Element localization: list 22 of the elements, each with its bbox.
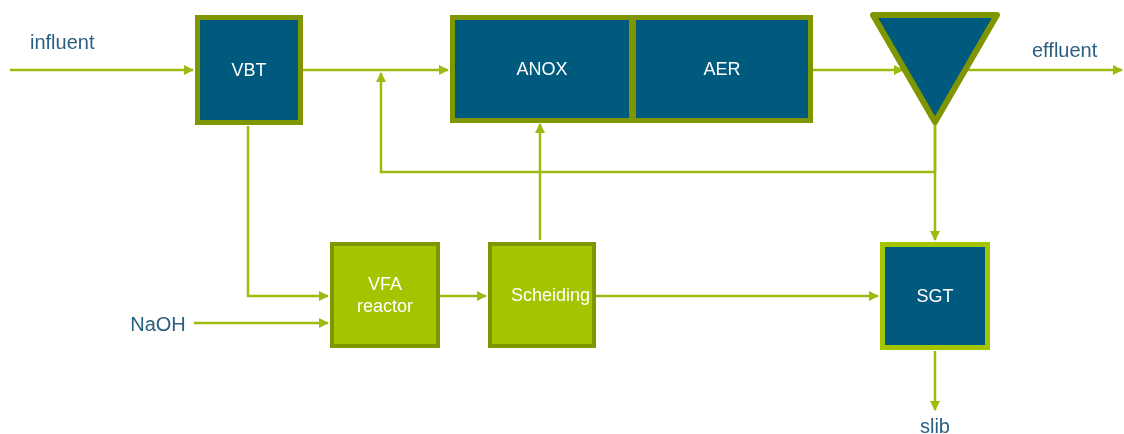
arrow <box>376 72 937 174</box>
arrow <box>194 318 329 328</box>
process-box: VBT <box>195 15 303 125</box>
arrow <box>246 126 329 301</box>
process-box: SGT <box>880 242 990 350</box>
edge-label: influent <box>30 32 95 52</box>
arrow <box>596 291 879 301</box>
arrow <box>930 351 940 411</box>
process-box: ANOX <box>450 15 634 123</box>
arrow <box>303 65 449 75</box>
process-box: VFA reactor <box>330 242 440 348</box>
arrow <box>10 65 194 75</box>
process-box: AER <box>631 15 813 123</box>
input-label: NaOH <box>122 310 194 338</box>
edge-label: effluent <box>1032 40 1098 60</box>
arrow <box>930 122 940 241</box>
arrow <box>967 65 1123 75</box>
process-box: Scheiding <box>488 242 596 348</box>
arrow <box>440 291 487 301</box>
arrow <box>813 65 904 75</box>
output-label: slib <box>912 412 958 434</box>
arrow <box>535 123 545 240</box>
